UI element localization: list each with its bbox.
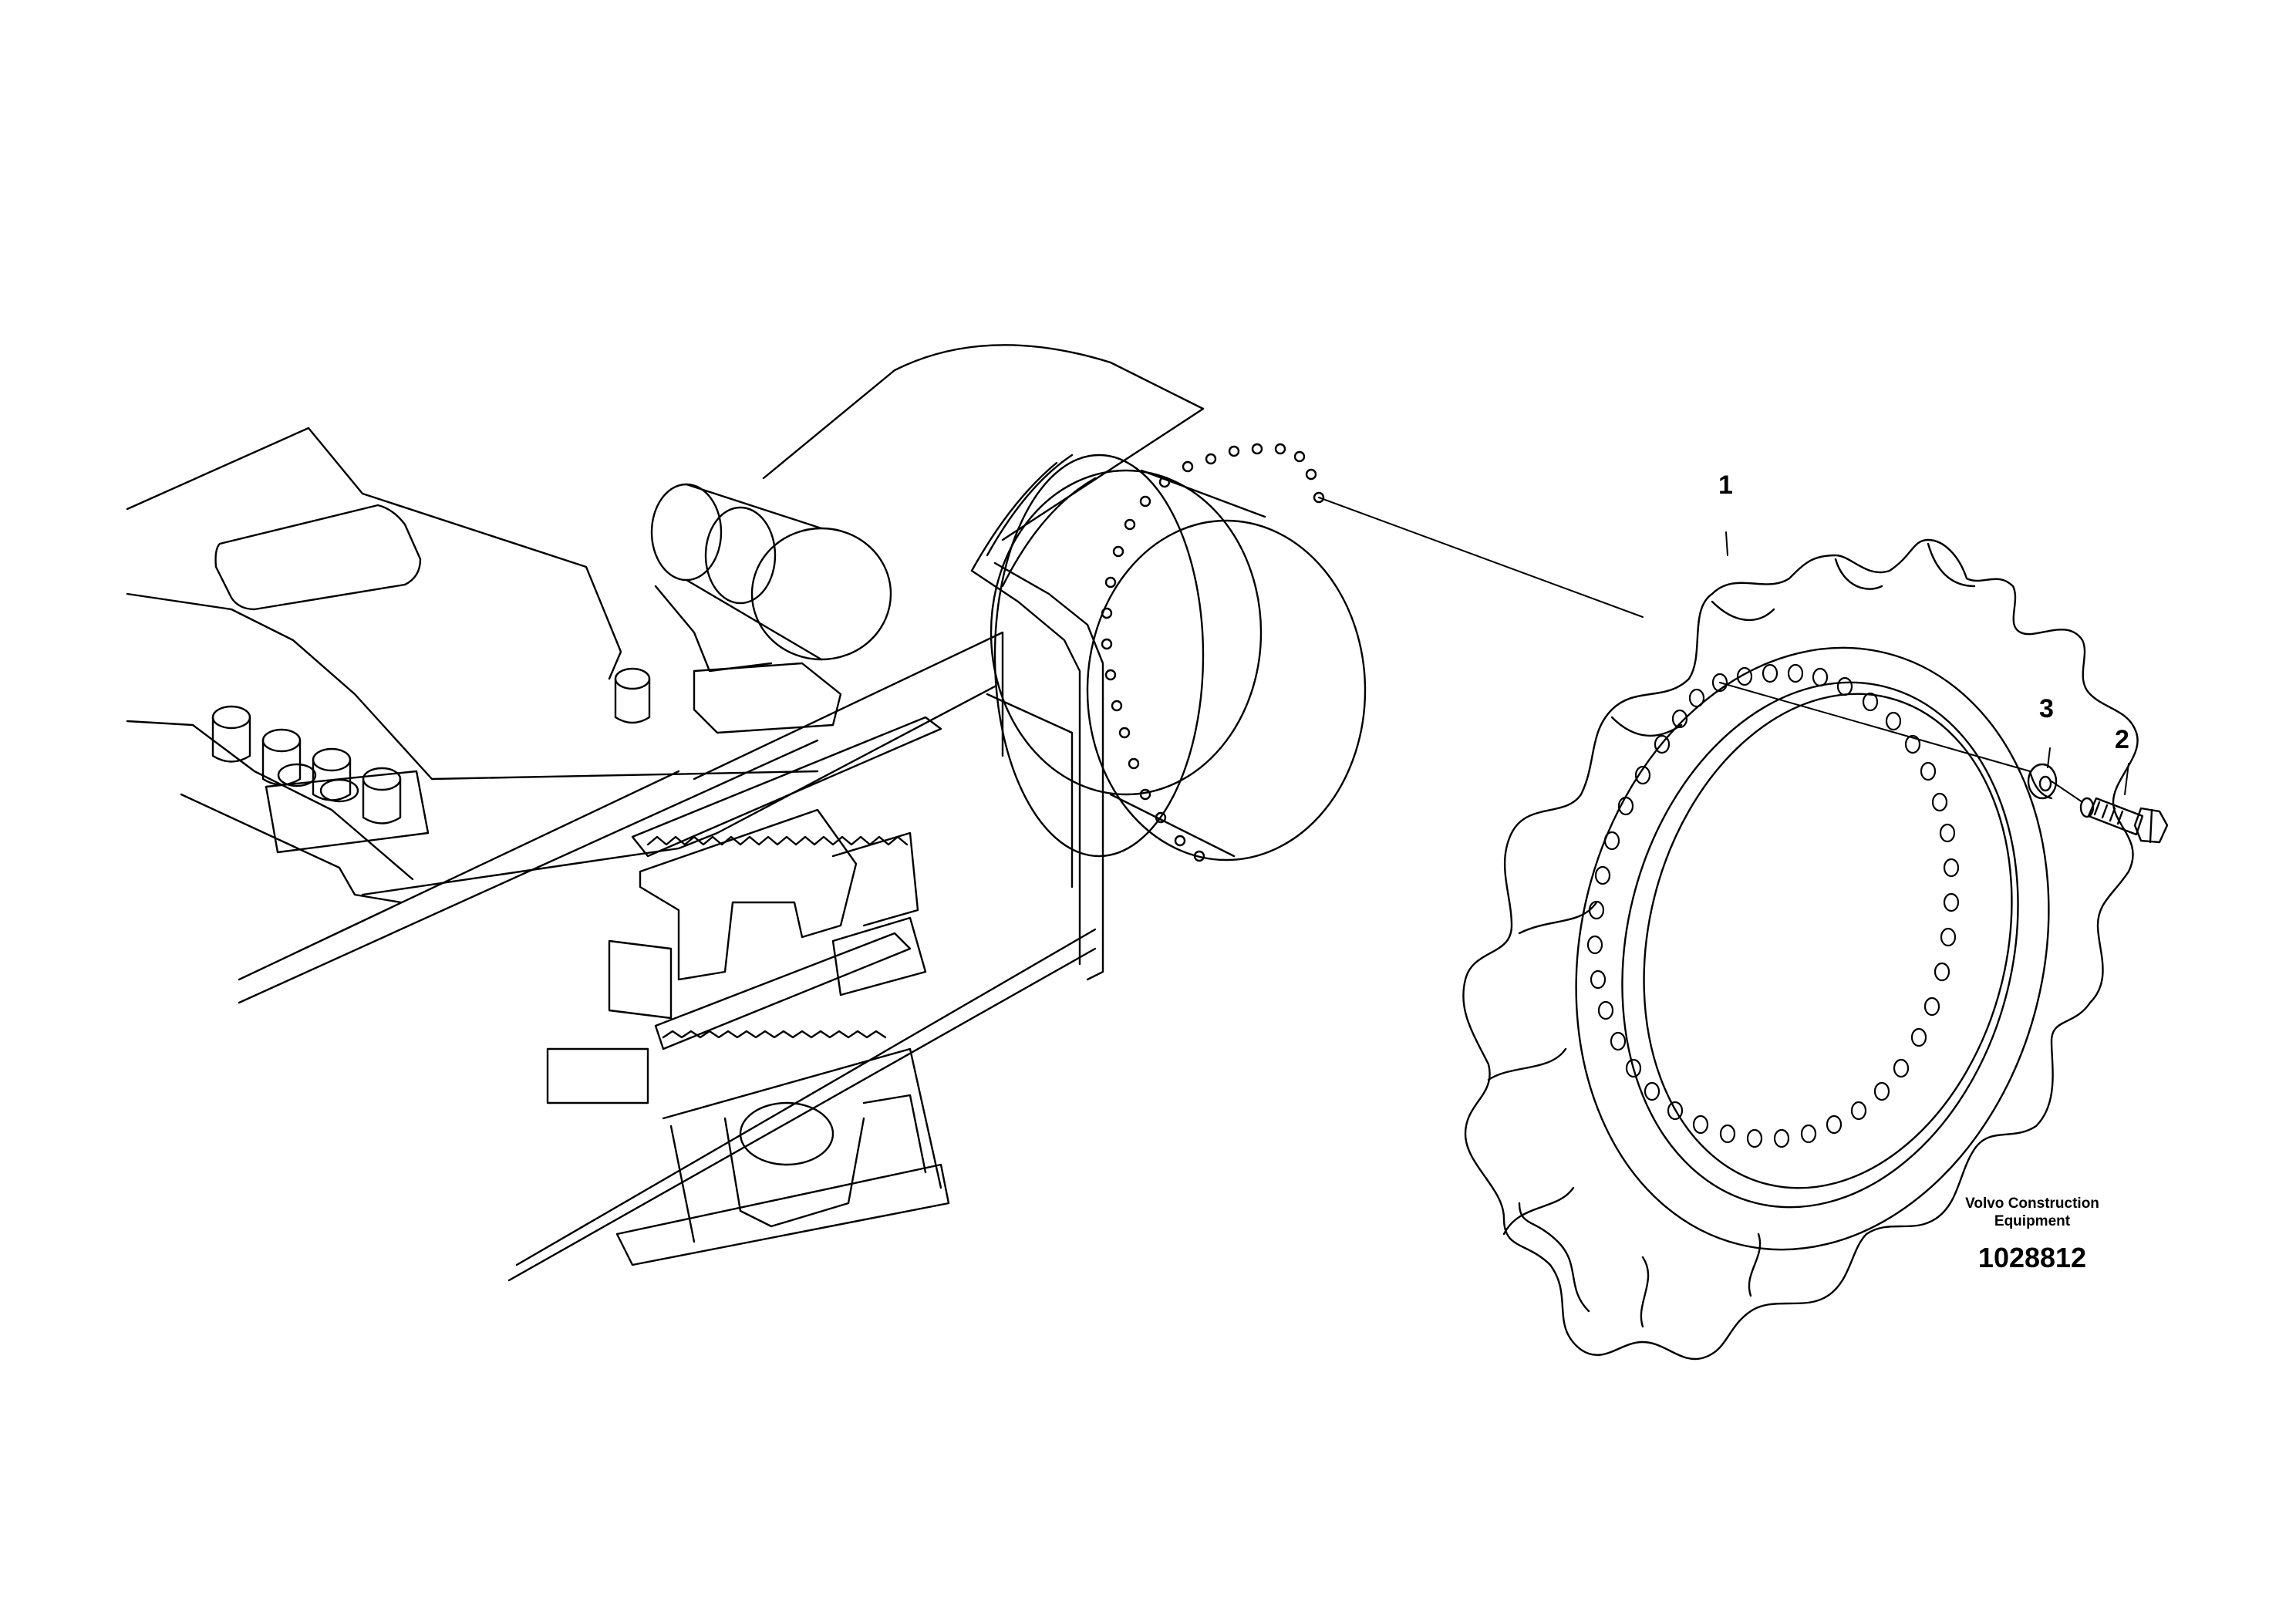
carrier-roller <box>650 483 892 673</box>
callout-2-bolt: 2 <box>2115 725 2129 754</box>
frame-bracket <box>693 561 1104 981</box>
company-name-line-2: Equipment <box>1994 1213 2071 1229</box>
illustration-number: 1028812 <box>1977 1242 2087 1273</box>
lower-casting <box>615 1047 950 1266</box>
track-adjuster <box>546 716 942 1104</box>
callout-3-washer: 3 <box>2039 694 2054 723</box>
flange-bolt-holes <box>1101 443 1325 862</box>
sprocket-bolt-holes <box>1586 663 1960 1148</box>
track-frame <box>126 427 1097 1282</box>
leader-lines <box>1318 497 2129 803</box>
bolt-cluster <box>211 667 651 854</box>
sprocket <box>1462 538 2139 1361</box>
callout-1-sprocket: 1 <box>1718 470 1733 500</box>
bolt <box>2079 797 2169 844</box>
final-drive-housing <box>762 344 1367 862</box>
washer <box>2027 763 2058 800</box>
company-name-line-1: Volvo Construction <box>1965 1195 2099 1212</box>
